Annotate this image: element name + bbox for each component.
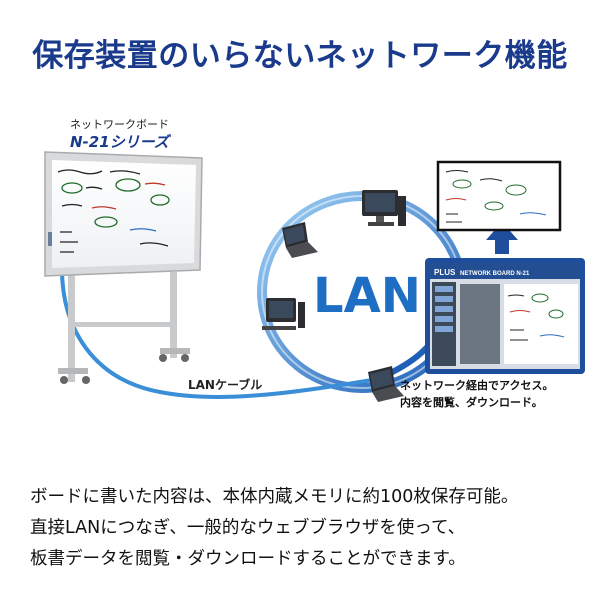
board-caption-small: ネットワークボード bbox=[70, 118, 169, 131]
description: ボードに書いた内容は、本体内蔵メモリに約100枚保存可能。 直接LANにつなぎ、… bbox=[30, 482, 590, 575]
lan-cable-label: LANケーブル bbox=[188, 378, 263, 392]
board-caption-model: N-21シリーズ bbox=[70, 133, 169, 151]
laptop-left-top bbox=[282, 222, 318, 258]
lan-label: LAN bbox=[313, 268, 421, 324]
access-line-1: ネットワーク経由でアクセス。 bbox=[400, 379, 554, 392]
desktop-pc-left bbox=[262, 298, 305, 330]
desktop-pc-top bbox=[362, 190, 406, 226]
network-access-caption: ネットワーク経由でアクセス。 内容を閲覧、ダウンロード。 bbox=[400, 377, 600, 411]
description-line-2: 直接LANにつなぎ、一般的なウェブブラウザを使って、 bbox=[30, 518, 466, 538]
browser-screen: PLUS NETWORK BOARD N-21 bbox=[425, 258, 585, 374]
page-title: 保存装置のいらないネットワーク機能 bbox=[32, 38, 568, 74]
description-line-1: ボードに書いた内容は、本体内蔵メモリに約100枚保存可能。 bbox=[30, 487, 519, 507]
description-line-3: 板書データを閲覧・ダウンロードすることができます。 bbox=[30, 549, 466, 569]
screen-header: NETWORK BOARD N-21 bbox=[460, 271, 530, 277]
downloaded-board-image bbox=[436, 160, 562, 232]
access-line-2: 内容を閲覧、ダウンロード。 bbox=[400, 396, 543, 409]
whiteboard bbox=[44, 151, 203, 384]
screen-brand: PLUS bbox=[434, 268, 456, 277]
laptop-bottom bbox=[368, 366, 404, 402]
